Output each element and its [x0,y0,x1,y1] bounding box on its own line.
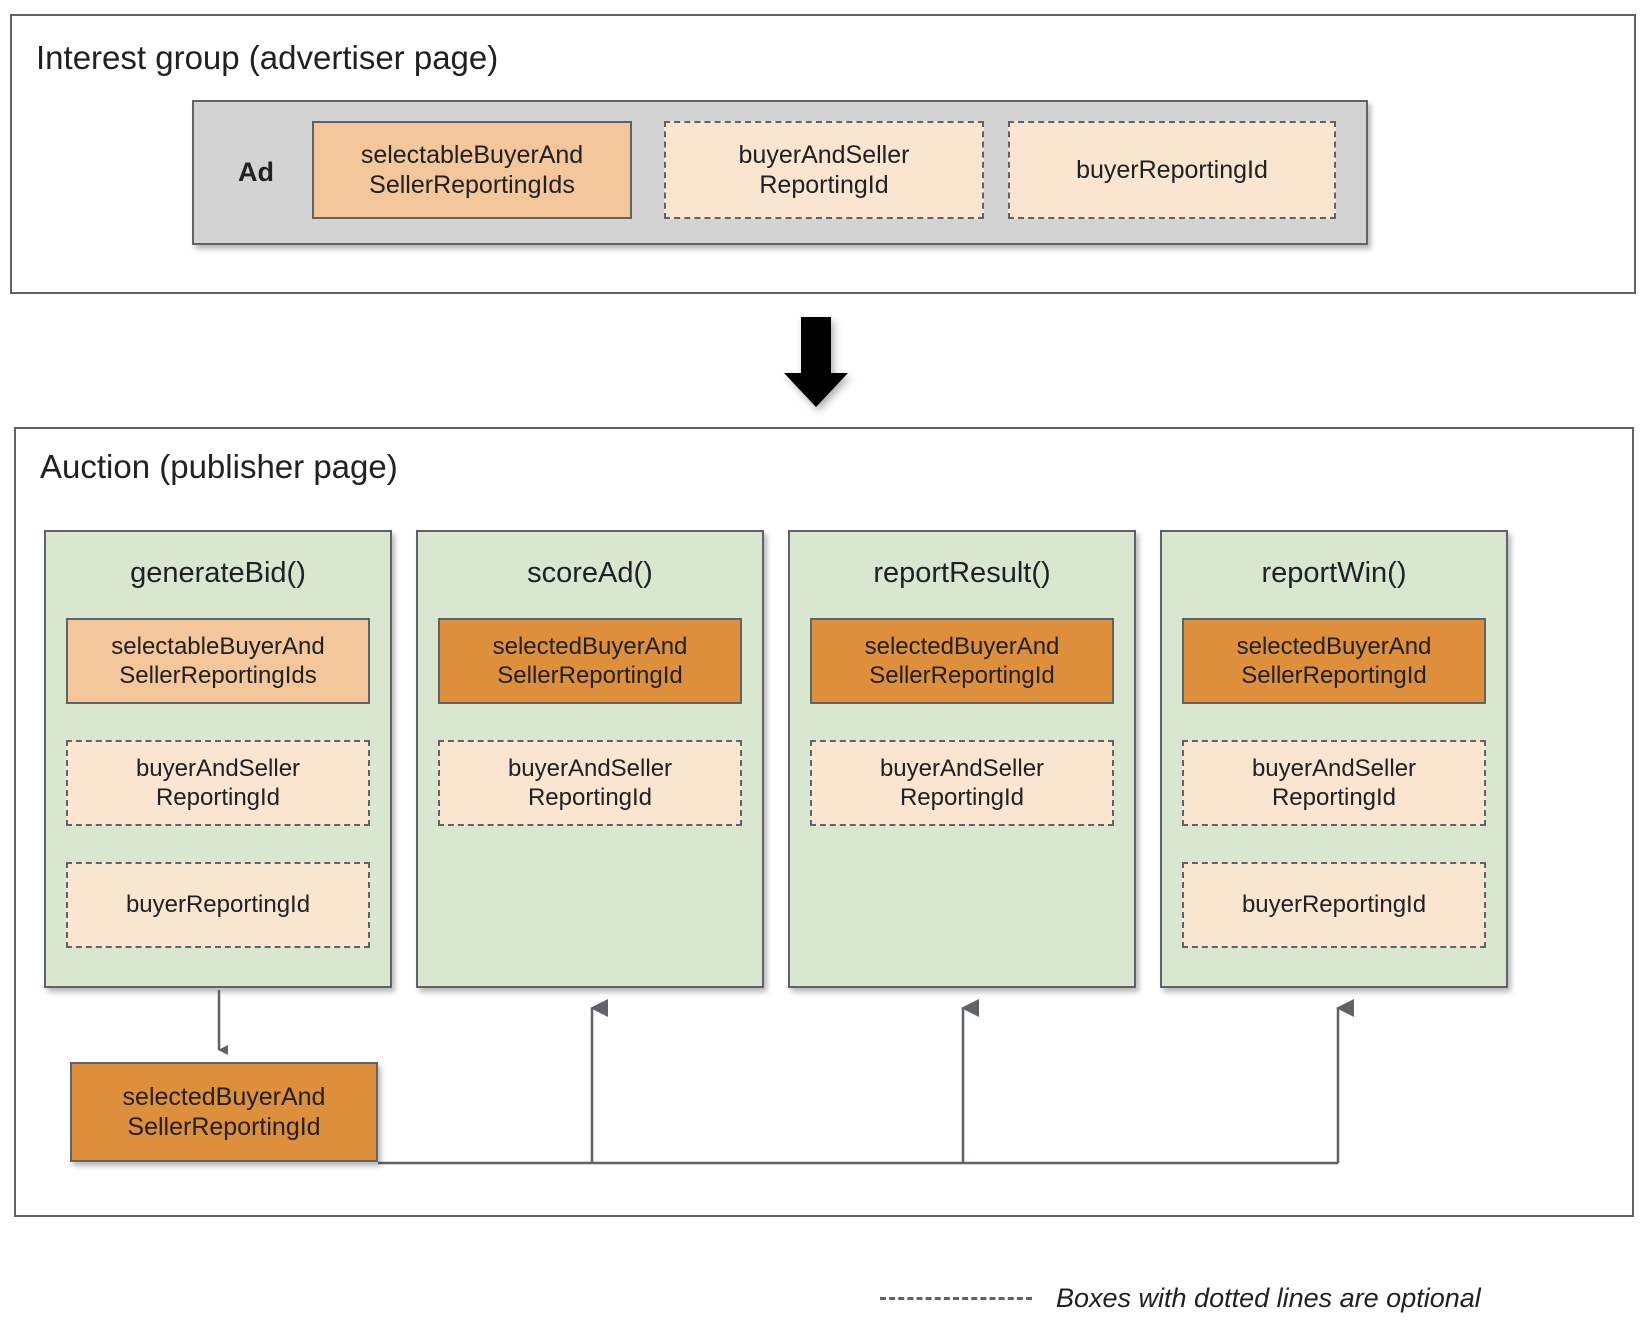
ad-label: Ad [238,156,274,187]
ig-selectable-buyer-and-seller-reporting-ids-box: selectableBuyerAnd SellerReportingIds [312,121,632,219]
ig-bri-line1: buyerReportingId [1076,155,1268,184]
column-title-generatebid: generateBid() [130,556,306,589]
rw-item1-line1: buyerAndSeller [1251,754,1417,782]
gb-item0-line2: SellerReportingIds [119,662,317,689]
rw-item1-line2: ReportingId [1271,784,1397,811]
generatebid-buyer-and-seller-reporting-id-box: buyerAndSeller ReportingId [66,740,370,826]
ig-buyer-and-seller-reporting-id-box: buyerAndSeller ReportingId [664,121,984,219]
auction-title: Auction (publisher page) [40,448,398,485]
interest-group-title: Interest group (advertiser page) [36,39,499,76]
gb-item0-line1: selectableBuyerAnd [111,632,325,660]
column-title-reportwin: reportWin() [1261,556,1407,589]
ig-basr-line2: ReportingId [759,171,889,199]
column-title-scoread: scoreAd() [527,556,653,589]
column-title-reportresult: reportResult() [873,556,1051,589]
sa-item1-line1: buyerAndSeller [507,754,673,782]
reportwin-selected-buyer-and-seller-reporting-id-box: selectedBuyerAnd SellerReportingId [1182,618,1486,704]
gb-item1-line1: buyerAndSeller [135,754,301,782]
flow-down-arrow-icon [784,317,848,407]
scoread-buyer-and-seller-reporting-id-box: buyerAndSeller ReportingId [438,740,742,826]
rr-item1-line2: ReportingId [899,784,1025,811]
rr-item0-line1: selectedBuyerAnd [864,632,1060,660]
rw-item0-line1: selectedBuyerAnd [1236,632,1432,660]
legend-dashed-line-swatch [880,1296,1032,1300]
generatebid-selectable-buyer-and-seller-reporting-ids-box: selectableBuyerAnd SellerReportingIds [66,618,370,704]
reportresult-buyer-and-seller-reporting-id-box: buyerAndSeller ReportingId [810,740,1114,826]
rr-item1-line1: buyerAndSeller [879,754,1045,782]
result-selected-buyer-and-seller-reporting-id-box: selectedBuyerAnd SellerReportingId [70,1062,378,1162]
result-line1: selectedBuyerAnd [122,1082,326,1111]
reportresult-selected-buyer-and-seller-reporting-id-box: selectedBuyerAnd SellerReportingId [810,618,1114,704]
gb-item1-line2: ReportingId [155,784,281,811]
scoread-selected-buyer-and-seller-reporting-id-box: selectedBuyerAnd SellerReportingId [438,618,742,704]
legend-label: Boxes with dotted lines are optional [1056,1282,1481,1313]
legend: Boxes with dotted lines are optional [880,1278,1620,1318]
rw-item0-line2: SellerReportingId [1241,662,1427,689]
rr-item0-line2: SellerReportingId [869,662,1055,689]
sa-item0-line2: SellerReportingId [497,662,683,689]
reportwin-buyer-and-seller-reporting-id-box: buyerAndSeller ReportingId [1182,740,1486,826]
sa-item1-line2: ReportingId [527,784,653,811]
ig-basr-line1: buyerAndSeller [738,140,910,169]
reportwin-buyer-reporting-id-box: buyerReportingId [1182,862,1486,948]
ig-buyer-reporting-id-box: buyerReportingId [1008,121,1336,219]
generatebid-buyer-reporting-id-box: buyerReportingId [66,862,370,948]
gb-item2-line1: buyerReportingId [125,891,311,919]
result-line2: SellerReportingId [127,1113,321,1141]
rw-item2-line1: buyerReportingId [1241,891,1427,919]
ig-selectable-line2: SellerReportingIds [369,171,575,199]
ig-selectable-line1: selectableBuyerAnd [360,140,584,169]
sa-item0-line1: selectedBuyerAnd [492,632,688,660]
